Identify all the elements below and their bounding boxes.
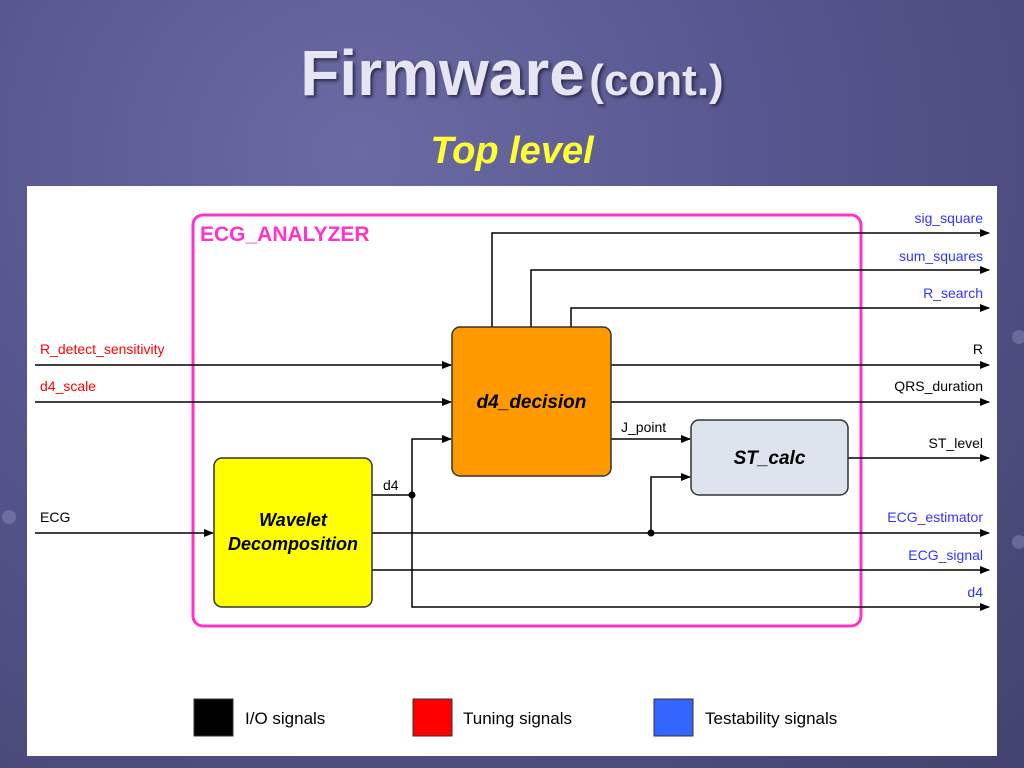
background-dot	[1012, 330, 1024, 344]
r-search-label: R_search	[923, 285, 983, 301]
d4-scale-label: d4_scale	[40, 378, 96, 394]
estimator-junction	[647, 529, 655, 537]
background-dot	[2, 510, 16, 524]
j-point-label: J_point	[621, 419, 666, 435]
background-dot	[1012, 535, 1024, 549]
legend-label-tuning: Tuning signals	[463, 709, 572, 728]
d4-junction	[408, 491, 416, 499]
diagram-panel: ECG_ANALYZER d4_decision ST_calc Wavelet…	[27, 186, 997, 756]
d4-decision-label: d4_decision	[477, 392, 587, 413]
d4-to-decision-line	[411, 435, 452, 495]
legend-label-io: I/O signals	[245, 709, 325, 728]
d4-internal-label: d4	[383, 477, 399, 493]
legend-swatch-io	[193, 698, 234, 737]
legend-swatch-testability	[653, 698, 694, 737]
ecg-analyzer-container	[191, 213, 863, 628]
d4-output-label: d4	[967, 584, 983, 600]
sum-squares-line	[530, 266, 990, 327]
wavelet-decomposition-block	[213, 457, 373, 608]
st-calc-block	[690, 419, 849, 496]
sig-square-line	[491, 229, 990, 327]
qrs-duration-label: QRS_duration	[894, 378, 983, 394]
legend: I/O signals Tuning signals Testability s…	[193, 698, 837, 737]
estimator-to-st-calc-line	[650, 473, 691, 533]
r-detect-sensitivity-label: R_detect_sensitivity	[40, 341, 165, 357]
r-search-line	[570, 304, 990, 327]
container-label: ECG_ANALYZER	[200, 223, 370, 246]
slide-subtitle: Top level	[430, 130, 594, 172]
d4-decision-block	[451, 326, 612, 477]
legend-label-testability: Testability signals	[705, 709, 837, 728]
slide-title: Firmware (cont.)	[0, 36, 1024, 110]
sig-square-label: sig_square	[915, 210, 984, 226]
st-level-label: ST_level	[929, 435, 983, 451]
ecg-estimator-label: ECG_estimator	[887, 509, 983, 525]
block-diagram: ECG_ANALYZER d4_decision ST_calc Wavelet…	[35, 210, 990, 737]
wavelet-label-line2: Decomposition	[228, 534, 358, 554]
slide-title-sub: (cont.)	[589, 56, 724, 105]
sum-squares-label: sum_squares	[899, 248, 983, 264]
legend-swatch-tuning	[412, 698, 453, 737]
ecg-signal-label: ECG_signal	[908, 547, 983, 563]
slide-title-main: Firmware	[300, 37, 585, 109]
st-calc-label: ST_calc	[734, 448, 806, 469]
ecg-input-label: ECG	[40, 509, 70, 525]
r-output-label: R	[973, 341, 983, 357]
wavelet-label-line1: Wavelet	[259, 510, 328, 530]
